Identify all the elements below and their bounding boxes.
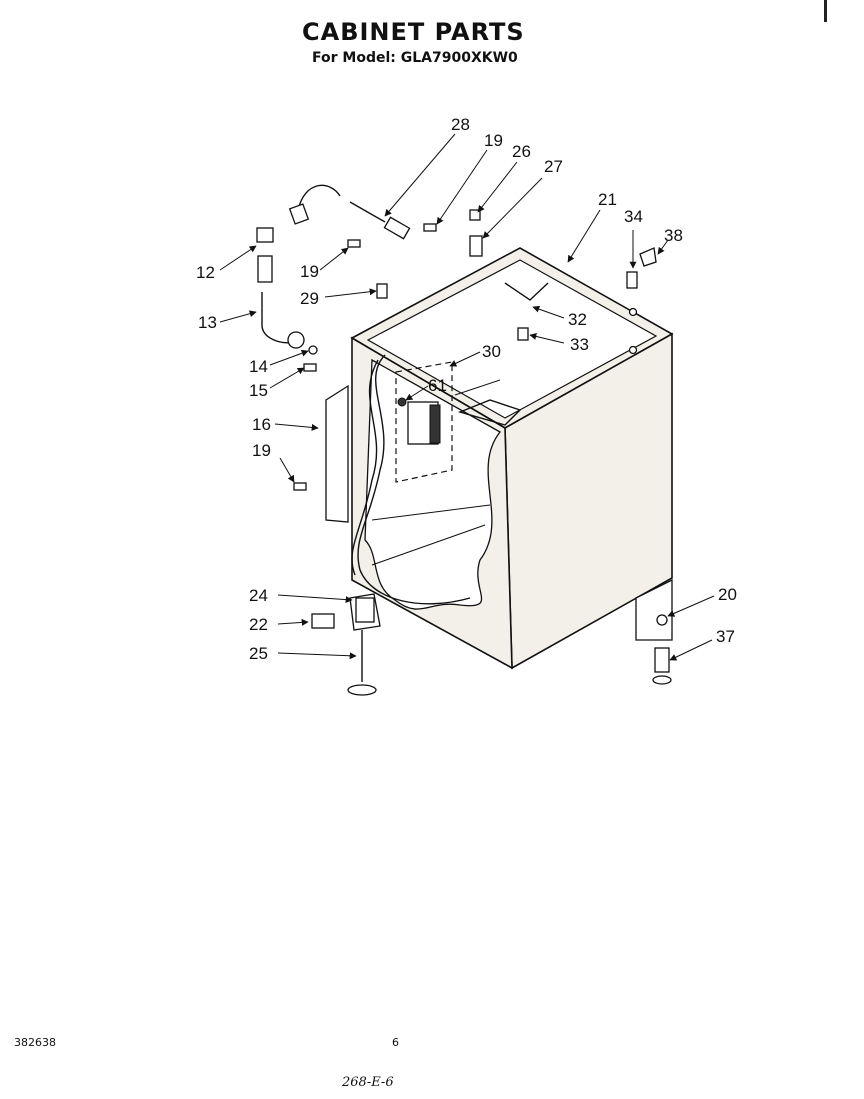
leader-lines [219,133,715,661]
callout-24: 24 [249,586,268,605]
callout-26: 26 [512,142,531,161]
callout-20: 20 [718,585,737,604]
callout-13: 13 [198,313,217,332]
document-number: 382638 [14,1036,56,1049]
cabinet-body [349,247,674,670]
page-number: 6 [392,1036,399,1049]
callout-34: 34 [624,207,643,226]
callout-14: 14 [249,357,268,376]
callout-25: 25 [249,644,268,663]
page-edge-mark [824,0,827,22]
model-subtitle: For Model: GLA7900XKW0 [312,50,518,66]
callout-labels: 28 19 26 27 21 34 38 12 19 29 13 32 33 1… [196,115,737,663]
callout-12: 12 [196,263,215,282]
callout-19-top: 19 [484,131,503,150]
callout-38: 38 [664,226,683,245]
control-bracket-group [395,361,453,483]
parts [256,184,672,696]
page-title: CABINET PARTS [302,18,525,46]
callout-61: 61 [428,376,447,395]
callout-27: 27 [544,157,563,176]
callout-37: 37 [716,627,735,646]
callout-29: 29 [300,289,319,308]
callout-21: 21 [598,190,617,209]
callout-33: 33 [570,335,589,354]
wire-harness [351,354,471,605]
callout-15: 15 [249,381,268,400]
handwritten-note: 268-E-6 [342,1075,394,1090]
callout-30: 30 [482,342,501,361]
callout-19-mid: 19 [300,262,319,281]
callout-16: 16 [252,415,271,434]
callout-22: 22 [249,615,268,634]
callout-19-lower: 19 [252,441,271,460]
callout-28: 28 [451,115,470,134]
callout-32: 32 [568,310,587,329]
